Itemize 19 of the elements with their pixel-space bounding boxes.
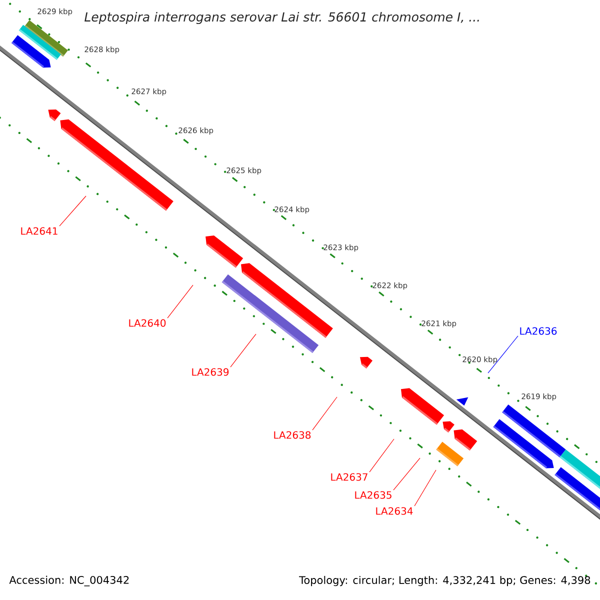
accession-text: Accession: NC_004342 — [9, 576, 129, 586]
leader-line — [167, 284, 194, 318]
gene-label: LA2636 — [520, 327, 557, 335]
title: Leptospira interrogans serovar Lai str. 56601 chromosome I, ... — [84, 12, 479, 24]
gene-label: LA2635 — [355, 491, 392, 499]
gene-label: LA2640 — [129, 319, 166, 327]
leader-line — [414, 470, 436, 506]
leader-line — [230, 334, 256, 368]
leader-line — [312, 396, 338, 430]
leader-line — [488, 336, 518, 374]
gene-label: LA2641 — [21, 227, 58, 235]
leader-line — [393, 458, 420, 490]
genome-info-text: Topology: circular; Length: 4,332,241 bp; Genes: 4,398 — [299, 576, 590, 586]
gene-label: LA2638 — [274, 431, 311, 439]
gene-label: LA2634 — [376, 507, 413, 515]
leader-line — [59, 196, 86, 226]
gene-label: LA2639 — [192, 368, 229, 376]
gene-label: LA2637 — [331, 473, 368, 481]
leader-line — [369, 438, 394, 472]
